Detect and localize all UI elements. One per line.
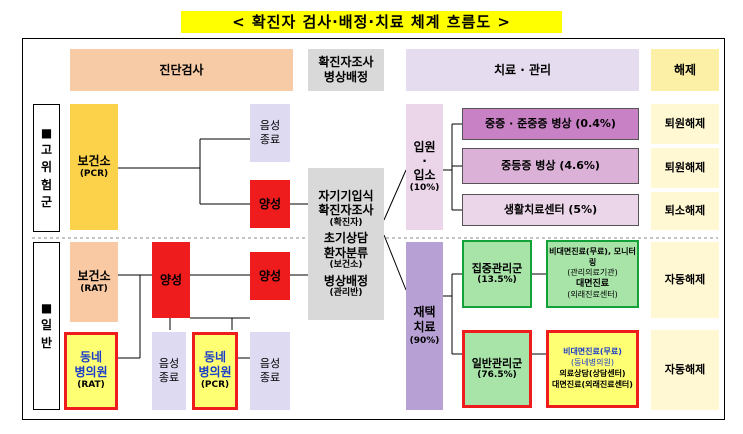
release-discharge-moderate-label: 퇴원해제 <box>664 161 706 175</box>
positive-pcr-bottom: 양성 <box>250 252 290 300</box>
negative-rat-label: 음성 종료 <box>158 357 180 384</box>
positive-pcr-bottom-label: 양성 <box>258 268 282 283</box>
diagram-title: < 확진자 검사·배정·치료 체계 흐름도 > <box>181 11 562 33</box>
health-center-pcr-test: (PCR) <box>79 168 109 179</box>
health-center-pcr-name: 보건소 <box>77 153 111 168</box>
residential-center: 생활치료센터 (5%) <box>462 194 639 226</box>
health-center-rat-test: (RAT) <box>80 283 108 294</box>
general-mgmt-label: 일반관리군 <box>471 356 523 370</box>
investigation-box: 자기기입식 확진자조사 (확진자) 초기상담 환자분류 (보건소) 병상배정 (… <box>308 168 384 320</box>
admission-box: 입원 · 입소 (10%) <box>406 104 443 230</box>
header-investigation: 확진자조사 병상배정 <box>308 49 384 91</box>
moderate-bed: 중등증 병상 (4.6%) <box>462 148 639 184</box>
intensive-detail-line1: 비대면진료(무료), 모니터링 <box>549 247 636 267</box>
general-detail-line1: 비대면진료(무료) <box>563 347 622 357</box>
header-release-label: 해제 <box>673 62 697 77</box>
negative-pcr-bottom-label: 음성 종료 <box>259 357 281 384</box>
counseling-by: (보건소) <box>329 260 363 271</box>
severe-bed: 중증 · 준중증 병상 (0.4%) <box>462 108 639 140</box>
clinic-pcr-test: (PCR) <box>200 380 230 391</box>
release-auto-intensive-label: 자동해제 <box>664 273 706 287</box>
release-leave-center: 퇴소해제 <box>651 192 719 230</box>
self-entry-by: (확진자) <box>329 217 363 228</box>
moderate-bed-label: 중등증 병상 (4.6%) <box>501 159 600 173</box>
general-mgmt-pct: (76.5%) <box>477 370 517 381</box>
clinic-rat: 동네 병의원 (RAT) <box>64 332 118 410</box>
header-treatment: 치료 · 관리 <box>406 49 639 91</box>
general-mgmt-detail: 비대면진료(무료) (동네병의원) 의료상담(상담센터) 대면진료(외래진료센터… <box>546 330 639 408</box>
header-investigation-label: 확진자조사 병상배정 <box>318 55 374 84</box>
general-mgmt-group: 일반관리군 (76.5%) <box>462 330 532 408</box>
group-general: ■ 일 반 <box>33 242 60 410</box>
header-diagnosis: 진단검사 <box>70 49 293 91</box>
header-diagnosis-label: 진단검사 <box>159 62 204 77</box>
release-auto-general: 자동해제 <box>651 330 719 410</box>
group-high-risk-label: ■ 고 위 험 군 <box>40 125 53 210</box>
diagram-frame <box>22 38 725 420</box>
intensive-group-label: 집중관리군 <box>471 261 523 275</box>
intensive-detail-line2: (관리의료기관) <box>567 268 618 278</box>
header-treatment-label: 치료 · 관리 <box>493 62 552 77</box>
clinic-rat-test: (RAT) <box>77 380 105 391</box>
release-discharge-moderate: 퇴원해제 <box>651 148 719 188</box>
health-center-pcr: 보건소 (PCR) <box>70 104 118 230</box>
home-treatment-label: 재택 치료 <box>413 304 436 335</box>
residential-center-label: 생활치료센터 (5%) <box>503 203 598 217</box>
negative-pcr-top-label: 음성 종료 <box>259 119 281 146</box>
release-auto-intensive: 자동해제 <box>651 242 719 318</box>
positive-rat-label: 양성 <box>159 272 183 287</box>
home-treatment-pct: (90%) <box>409 335 440 346</box>
release-discharge-severe-label: 퇴원해제 <box>664 117 706 131</box>
diagram-title-text: < 확진자 검사·배정·치료 체계 흐름도 > <box>232 12 511 31</box>
severe-bed-label: 중증 · 준중증 병상 (0.4%) <box>485 117 616 131</box>
intensive-detail: 비대면진료(무료), 모니터링 (관리의료기관) 대면진료 (외래진료센터) <box>546 240 639 308</box>
bed-assignment-by: (관리반) <box>329 288 363 299</box>
release-discharge-severe: 퇴원해제 <box>651 104 719 144</box>
counseling-label: 초기상담 환자분류 <box>323 231 369 260</box>
home-treatment-box: 재택 치료 (90%) <box>406 242 443 410</box>
self-entry-label: 자기기입식 확진자조사 <box>318 188 374 218</box>
health-center-rat-name: 보건소 <box>77 268 111 283</box>
intensive-group: 집중관리군 (13.5%) <box>462 240 532 308</box>
intensive-detail-line3: 대면진료 <box>575 278 610 289</box>
intensive-detail-line4: (외래진료센터) <box>567 290 618 300</box>
group-high-risk: ■ 고 위 험 군 <box>33 104 60 232</box>
clinic-pcr-name: 동네 병의원 <box>198 350 232 380</box>
health-center-rat: 보건소 (RAT) <box>70 242 118 322</box>
positive-pcr-top-label: 양성 <box>258 196 282 211</box>
negative-rat: 음성 종료 <box>152 332 186 410</box>
clinic-pcr: 동네 병의원 (PCR) <box>192 332 238 410</box>
positive-pcr-top: 양성 <box>250 180 290 228</box>
clinic-rat-name: 동네 병의원 <box>74 350 108 380</box>
general-detail-line3: 의료상담(상담센터) <box>559 369 626 378</box>
group-general-label: ■ 일 반 <box>40 300 53 350</box>
admission-label: 입원 · 입소 <box>413 140 436 182</box>
release-auto-general-label: 자동해제 <box>664 363 706 377</box>
bed-assignment-label: 병상배정 <box>323 273 369 288</box>
intensive-group-pct: (13.5%) <box>477 275 517 286</box>
general-detail-line2: (동네병의원) <box>570 358 615 368</box>
release-leave-center-label: 퇴소해제 <box>664 204 706 218</box>
positive-rat: 양성 <box>152 242 190 318</box>
admission-pct: (10%) <box>409 182 440 193</box>
general-detail-line4: 대면진료(외래진료센터) <box>552 379 633 389</box>
negative-pcr-top: 음성 종료 <box>250 104 290 162</box>
negative-pcr-bottom: 음성 종료 <box>250 332 290 410</box>
header-release: 해제 <box>651 49 719 91</box>
